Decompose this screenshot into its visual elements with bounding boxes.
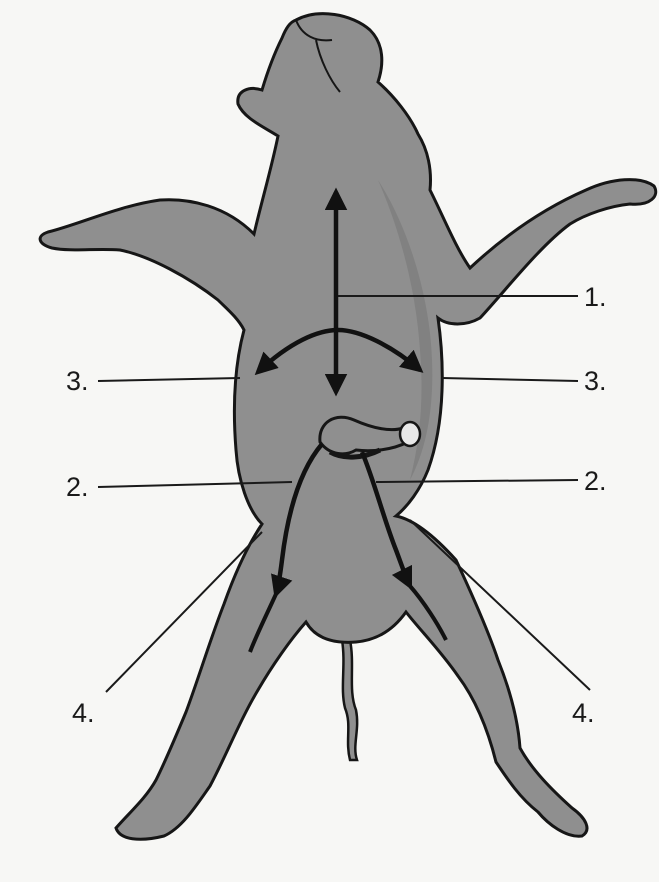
tail [342,640,357,760]
label-3-right: 3. [584,366,607,396]
label-4-right: 4. [572,698,595,728]
label-4-left: 4. [72,698,95,728]
label-2-right: 2. [584,466,607,496]
label-1: 1. [584,282,607,312]
label-3-left: 3. [66,366,89,396]
leader-3-right [442,378,578,381]
label-2-left: 2. [66,472,89,502]
leader-3-left [98,378,240,381]
pig-body [40,14,656,840]
